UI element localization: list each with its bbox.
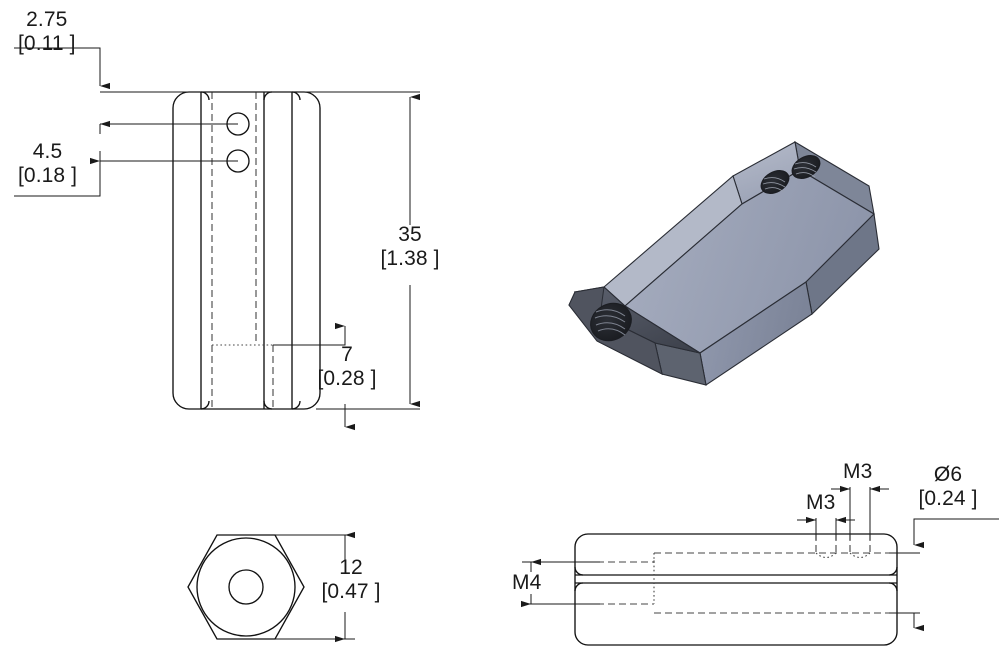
dim-label-m3-b: M3 xyxy=(843,460,873,483)
dim-label-m3-a: M3 xyxy=(806,491,836,514)
dim-label-m4: M4 xyxy=(512,571,542,594)
iso-m3-hole-outer xyxy=(791,155,821,179)
isometric-view xyxy=(568,140,880,386)
dim-7-leader xyxy=(273,322,346,346)
dim-label-7: 7 [0.28 ] xyxy=(317,343,377,390)
side-view xyxy=(521,485,999,646)
side-right-arc-upper xyxy=(888,566,898,576)
iso-end-bore xyxy=(590,302,632,342)
end-view xyxy=(187,531,355,643)
front-view xyxy=(14,47,420,431)
iso-m3-hole-inner xyxy=(760,170,790,194)
front-bottom-arc-3 xyxy=(291,400,301,410)
dim-label-4-5: 4.5 [0.18 ] xyxy=(18,140,78,187)
dim-dia6-leader xyxy=(913,518,999,549)
side-body-outline xyxy=(574,533,898,646)
front-bottom-arc-2 xyxy=(263,400,273,410)
dim-2-75-leader xyxy=(14,47,110,90)
side-left-arc-upper xyxy=(574,566,584,576)
dim-label-12: 12 [0.47 ] xyxy=(321,556,381,603)
end-center-bore xyxy=(228,569,264,605)
side-right-arc-lower xyxy=(888,582,898,592)
dim-label-2-75: 2.75 [0.11 ] xyxy=(18,8,76,55)
front-bottom-arc-1 xyxy=(200,400,210,410)
dim-label-dia6: Ø6 [0.24 ] xyxy=(918,463,978,510)
dim-4-5-leader xyxy=(14,161,101,197)
front-body-outline xyxy=(172,91,321,410)
side-left-arc-lower xyxy=(574,582,584,592)
dim-label-35: 35 [1.38 ] xyxy=(380,223,440,270)
